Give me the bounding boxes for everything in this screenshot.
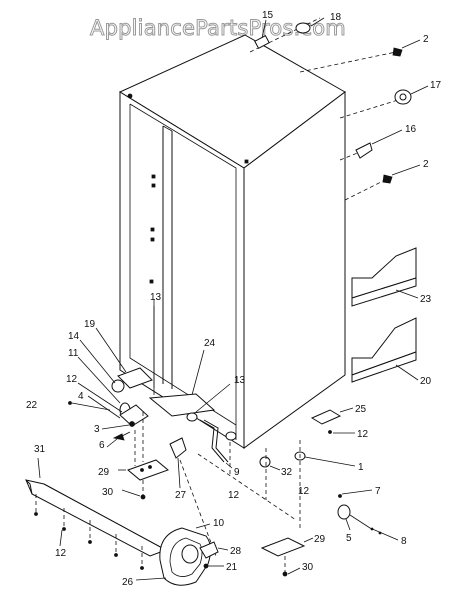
- fitting-15: [254, 34, 270, 50]
- callout-21: 21: [226, 562, 238, 573]
- cabinet-assembly: [118, 34, 346, 449]
- callout-12-mid: 12: [298, 486, 310, 497]
- callout-11: 11: [68, 348, 79, 359]
- callout-29-left: 29: [98, 467, 110, 478]
- callout-18: 18: [330, 12, 342, 23]
- callout-26: 26: [122, 577, 134, 588]
- callout-12-center: 12: [228, 490, 240, 501]
- callout-17: 17: [430, 80, 442, 91]
- caster-13: [186, 412, 198, 422]
- callout-12-upper-left: 12: [66, 374, 78, 385]
- screw-6: [112, 433, 125, 441]
- callout-10: 10: [213, 518, 225, 529]
- callout-19: 19: [84, 319, 96, 330]
- front-left-foot: [118, 459, 169, 500]
- bushing-3: [129, 421, 135, 427]
- screw-21: [203, 563, 209, 569]
- hinge-plate-4: [119, 404, 149, 427]
- callout-13-right: 13: [234, 375, 246, 386]
- callout-12-right: 12: [357, 429, 369, 440]
- roller-5: [337, 504, 351, 520]
- callout-27: 27: [175, 490, 187, 501]
- hinge-bracket: [117, 367, 153, 389]
- tube-9: [199, 419, 225, 463]
- clip-27: [169, 437, 187, 459]
- callout-23: 23: [420, 294, 432, 305]
- callout-32: 32: [281, 467, 293, 478]
- callout-2-top: 2: [423, 34, 429, 45]
- callout-29-right: 29: [314, 534, 326, 545]
- cabinet-side-panel: [243, 90, 346, 449]
- screw-2-top: [392, 47, 403, 57]
- bracket-25: [310, 409, 342, 425]
- right-side-hardware: [299, 39, 429, 201]
- cabinet-liner-edge: [129, 103, 237, 440]
- liner-holes: [149, 159, 249, 284]
- bracket-29-right: [260, 537, 306, 557]
- caster-32: [259, 456, 271, 468]
- callout-3: 3: [94, 424, 100, 435]
- drain-pan-assembly: [135, 523, 229, 586]
- callout-14: 14: [68, 331, 80, 342]
- callout-31: 31: [34, 444, 46, 455]
- callout-6: 6: [99, 440, 105, 451]
- callout-28: 28: [230, 546, 242, 557]
- front-right-foot: [260, 489, 399, 577]
- callout-22: 22: [26, 400, 38, 411]
- rear-right-foot: [259, 407, 356, 530]
- top-fitting-15-18: [249, 17, 325, 53]
- callout-5: 5: [346, 533, 352, 544]
- insulation-pieces: [351, 247, 419, 383]
- kickplate-31: [25, 457, 168, 570]
- left-front-hardware: [68, 300, 155, 466]
- callout-7: 7: [375, 486, 381, 497]
- fitting-18: [295, 22, 311, 34]
- callout-8: 8: [401, 536, 407, 547]
- callout-1: 1: [358, 462, 364, 473]
- bracket-29-left: [127, 459, 169, 481]
- callout-13-top: 13: [150, 292, 162, 303]
- callout-12-left: 12: [55, 548, 67, 559]
- bracket-28: [199, 541, 219, 559]
- callout-30-left: 30: [102, 487, 114, 498]
- bracket-16: [355, 142, 373, 159]
- callout-15: 15: [262, 10, 274, 21]
- callout-30-right: 30: [302, 562, 314, 573]
- callout-24: 24: [204, 338, 216, 349]
- callout-25: 25: [355, 404, 367, 415]
- callout-9: 9: [234, 467, 240, 478]
- callout-16: 16: [405, 124, 417, 135]
- caster-right: [225, 431, 237, 441]
- callout-4: 4: [78, 391, 84, 402]
- callout-labels: 15 18 2 17 16 2 23 20 25 12 1 7 8 5 29 3…: [26, 10, 442, 588]
- kickplate-screws-12: [34, 494, 144, 570]
- center-bottom-hardware: [148, 306, 297, 557]
- callout-2-side: 2: [423, 159, 429, 170]
- callout-20: 20: [420, 376, 432, 387]
- screw-22: [68, 401, 72, 405]
- screw-2-side: [382, 174, 393, 184]
